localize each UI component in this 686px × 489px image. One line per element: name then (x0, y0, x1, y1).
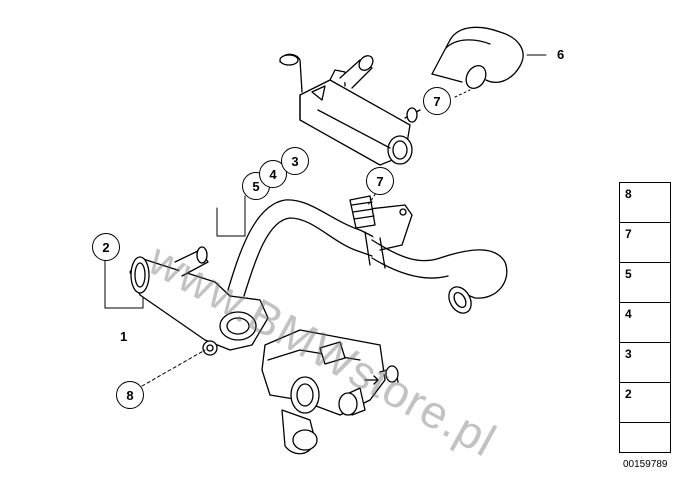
legend-number: 5 (625, 267, 632, 281)
parts-legend: 8 7 5 4 3 2 (619, 182, 671, 453)
callout-7-mid: 7 (366, 167, 394, 195)
legend-row: 7 (620, 223, 670, 263)
legend-number: 8 (625, 187, 632, 201)
callout-4: 4 (259, 160, 287, 188)
leader-lines (104, 54, 547, 387)
upper-hose-part-6 (431, 26, 524, 89)
legend-number: 3 (625, 347, 632, 361)
upper-cooler-unit (279, 53, 421, 166)
legend-row: 5 (620, 263, 670, 303)
legend-number: 2 (625, 387, 632, 401)
legend-number: 7 (625, 227, 632, 241)
label-1: 1 (120, 329, 128, 344)
thermostat-housing (261, 329, 399, 455)
callout-8: 8 (116, 381, 144, 409)
label-6: 6 (557, 47, 565, 62)
main-coolant-pipe-part-1 (129, 195, 508, 356)
legend-row: 8 (620, 183, 670, 223)
legend-row: 4 (620, 303, 670, 343)
callout-3: 3 (281, 147, 309, 175)
callout-7-top: 7 (423, 87, 451, 115)
document-number: 00159789 (623, 459, 668, 470)
legend-number: 4 (625, 307, 632, 321)
legend-row: 2 (620, 383, 670, 423)
legend-row: 3 (620, 343, 670, 383)
callout-2: 2 (92, 233, 120, 261)
